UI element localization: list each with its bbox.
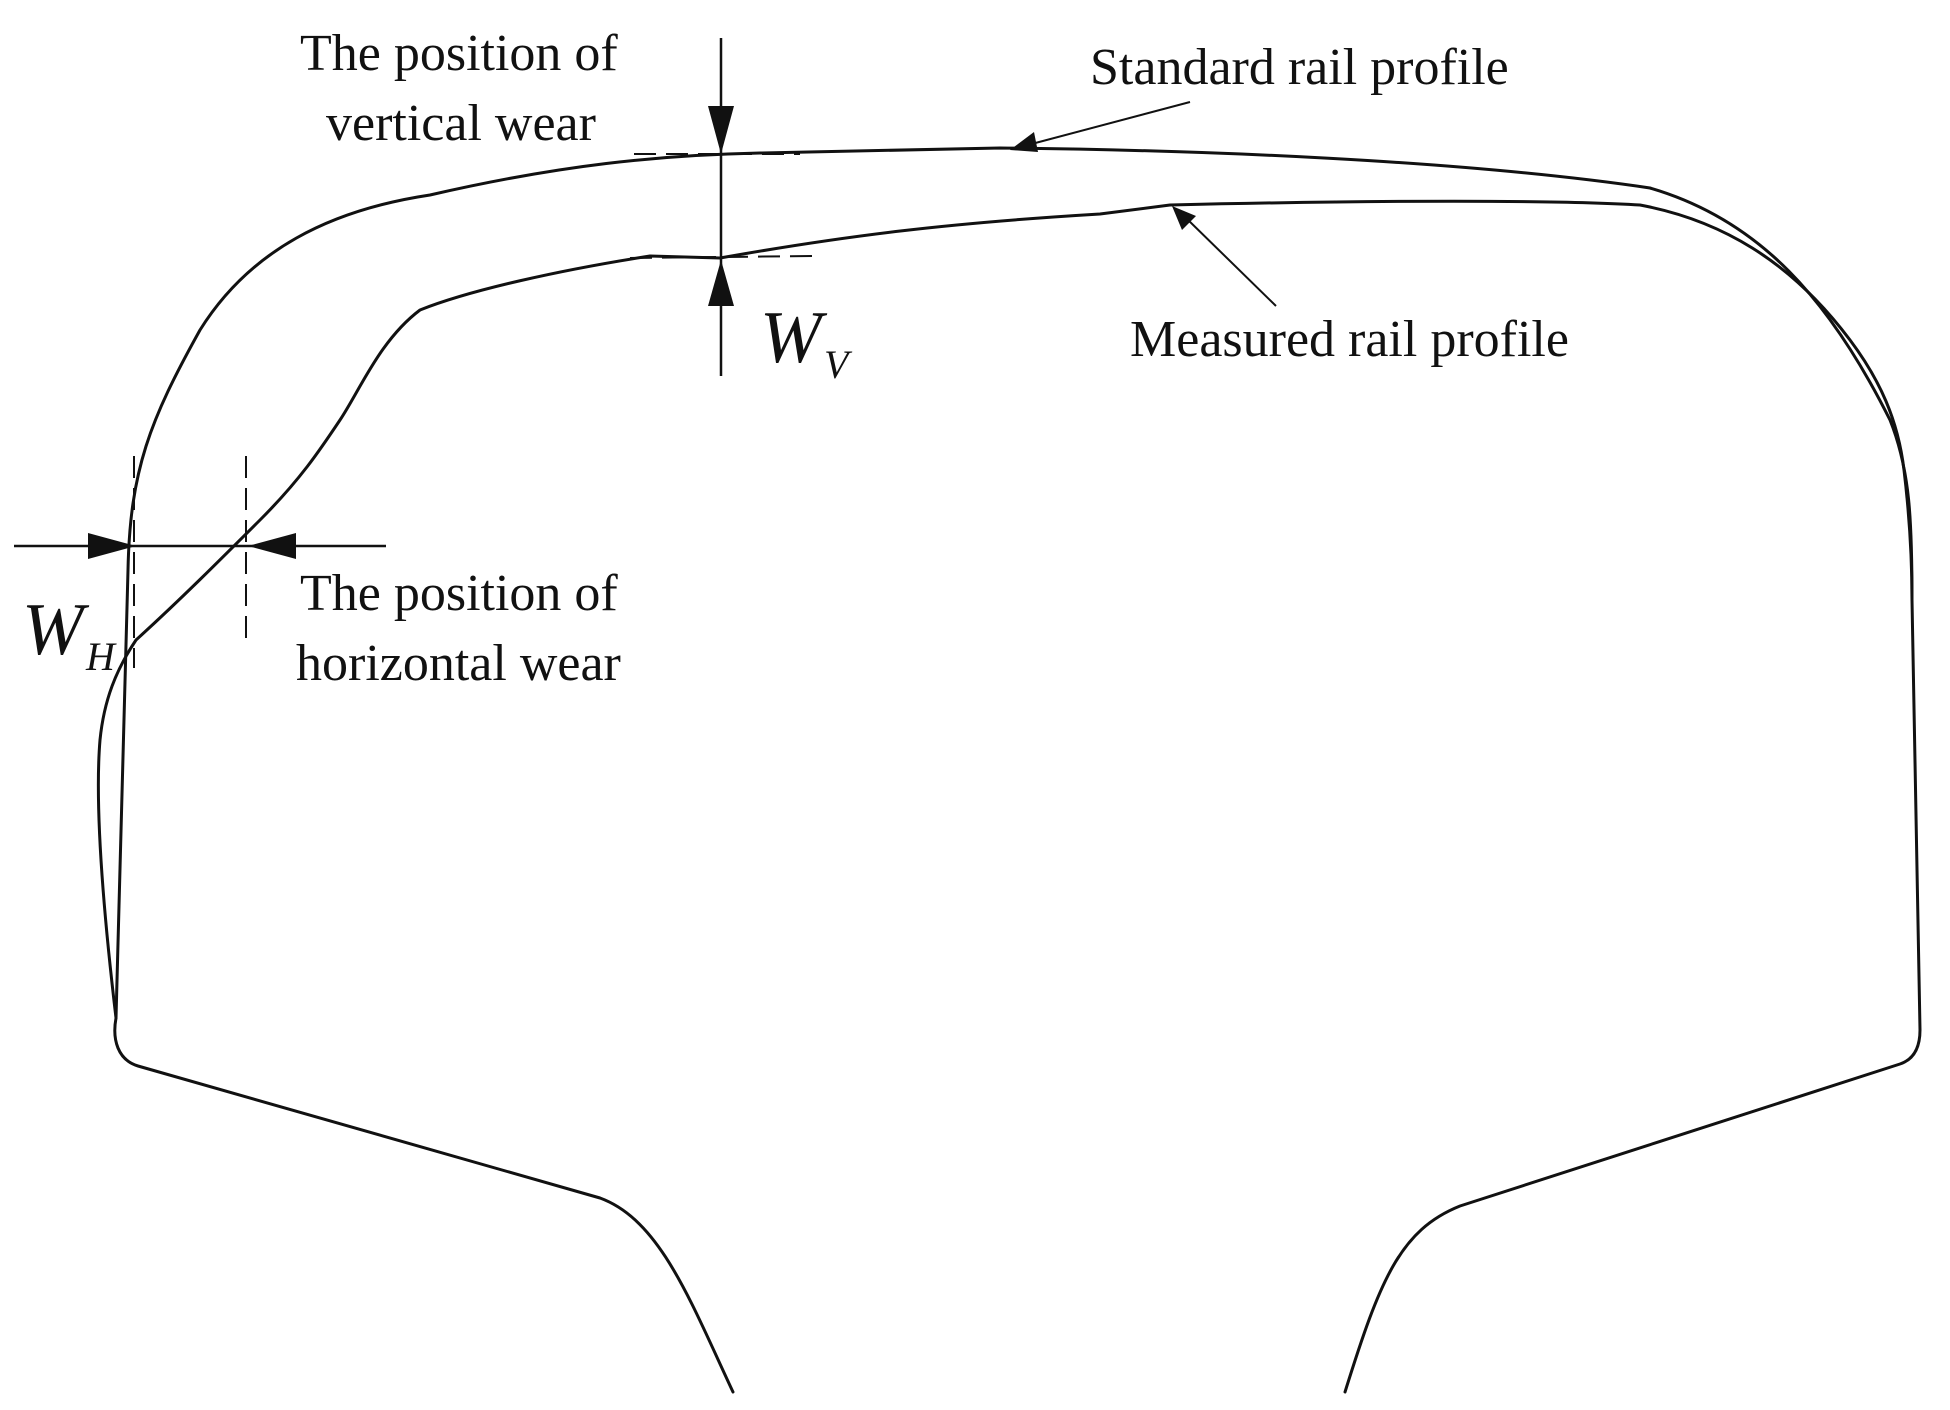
measured-profile-label: Measured rail profile bbox=[1130, 311, 1569, 368]
horizontal-wear-label-line1: The position of bbox=[300, 565, 618, 622]
vertical-wear-arrow-top bbox=[708, 106, 734, 154]
standard-profile-leader-arrowhead bbox=[1010, 132, 1038, 152]
horizontal-wear-label-line2: horizontal wear bbox=[296, 635, 621, 692]
standard-rail-profile bbox=[113, 146, 1922, 1394]
measured-profile-leader bbox=[1183, 215, 1277, 307]
vertical-wear-symbol: W bbox=[760, 297, 828, 379]
standard-profile-label: Standard rail profile bbox=[1090, 39, 1509, 96]
vertical-wear-label-line2: vertical wear bbox=[326, 95, 596, 152]
vertical-wear-arrow-bottom bbox=[708, 260, 734, 306]
horizontal-wear-symbol: W bbox=[22, 589, 90, 671]
horizontal-wear-arrow-right bbox=[248, 533, 296, 559]
vertical-wear-subscript: V bbox=[824, 342, 853, 387]
horizontal-wear-arrow-left bbox=[88, 533, 136, 559]
vertical-wear-label-line1: The position of bbox=[300, 25, 618, 82]
standard-profile-leader bbox=[1023, 101, 1191, 147]
measured-profile-leader-arrowhead bbox=[1172, 206, 1196, 230]
horizontal-wear-subscript: H bbox=[85, 634, 117, 679]
